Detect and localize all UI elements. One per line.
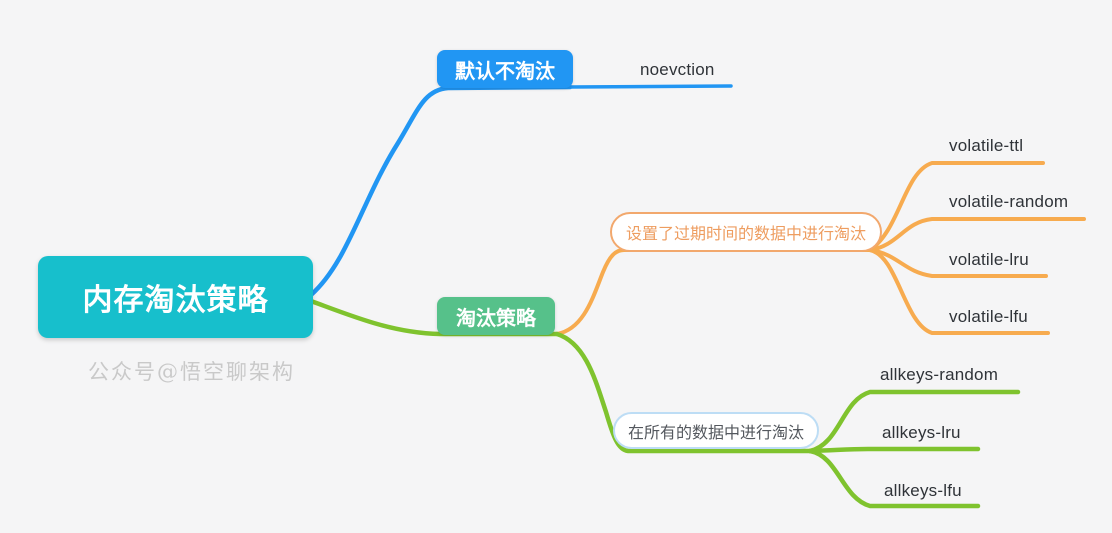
connector-volatile-ttl	[868, 161, 1045, 252]
connector-root-to-no-eviction	[308, 84, 573, 298]
connector-allkeys-random	[807, 389, 1021, 454]
leaf-volatile-lru[interactable]: volatile-lru	[949, 250, 1029, 269]
watermark-text: 公众号@悟空聊架构	[88, 360, 295, 384]
leaf-volatile-lfu[interactable]: volatile-lfu	[949, 307, 1028, 326]
root-topic[interactable]: 内存淘汰策略	[38, 256, 313, 338]
connector-volatile-lfu	[868, 248, 1050, 335]
connector-allkeys-lfu	[807, 448, 981, 509]
leaf-noevction[interactable]: noevction	[640, 60, 715, 79]
connector-no-eviction-to-noevction	[568, 84, 733, 89]
connector-strategy-to-allkeys-pill	[554, 331, 815, 454]
pill-allkeys-scope[interactable]: 在所有的数据中进行淘汰	[613, 412, 819, 449]
connector-root-to-strategy	[308, 298, 560, 337]
leaf-volatile-ttl[interactable]: volatile-ttl	[949, 136, 1024, 155]
leaf-allkeys-lfu[interactable]: allkeys-lfu	[884, 481, 962, 500]
connector-strategy-to-volatile-pill	[555, 248, 874, 336]
connector-allkeys-lru	[807, 446, 981, 454]
node-eviction-strategy[interactable]: 淘汰策略	[437, 297, 555, 335]
leaf-allkeys-random[interactable]: allkeys-random	[880, 365, 999, 384]
leaf-volatile-random[interactable]: volatile-random	[949, 192, 1069, 211]
connector-volatile-random	[868, 217, 1086, 252]
leaf-allkeys-lru[interactable]: allkeys-lru	[882, 423, 961, 442]
node-default-no-eviction[interactable]: 默认不淘汰	[437, 50, 573, 88]
pill-volatile-scope[interactable]: 设置了过期时间的数据中进行淘汰	[610, 212, 882, 252]
